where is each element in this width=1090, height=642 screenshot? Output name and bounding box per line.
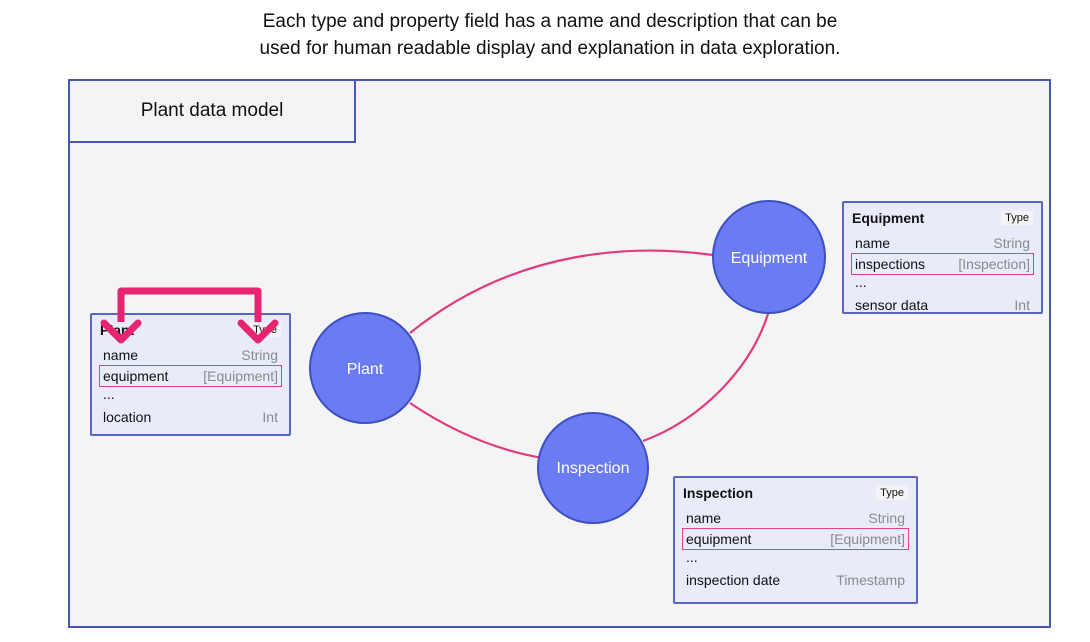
edge-plant-inspection bbox=[409, 402, 544, 460]
node-label-equipment: Equipment bbox=[730, 250, 808, 267]
edge-plant-equipment bbox=[409, 249, 714, 334]
diagram-title: Plant data model bbox=[68, 79, 356, 143]
field-type: [Equipment] bbox=[830, 531, 905, 547]
equipment-type-card: Equipment Type name String inspections [… bbox=[842, 201, 1043, 314]
ellipsis: ... bbox=[855, 274, 867, 290]
field-name: sensor data bbox=[855, 297, 929, 313]
caption: Each type and property field has a name … bbox=[0, 8, 1090, 62]
field-row: name String bbox=[683, 508, 908, 528]
field-row-highlighted: inspections [Inspection] bbox=[851, 253, 1034, 275]
field-name: name bbox=[103, 347, 139, 363]
caption-line-1: Each type and property field has a name … bbox=[262, 11, 838, 32]
ellipsis: ... bbox=[686, 549, 698, 565]
field-row: name String bbox=[100, 345, 281, 365]
field-type: Timestamp bbox=[836, 572, 905, 588]
field-row: location Int bbox=[100, 407, 281, 427]
highlight-bracket-arrow bbox=[117, 287, 262, 322]
field-name: equipment bbox=[103, 368, 169, 384]
arrowhead-left-icon bbox=[100, 319, 142, 344]
field-row: name String bbox=[852, 233, 1033, 253]
field-name: inspections bbox=[855, 256, 926, 272]
card-type-name: Inspection bbox=[683, 485, 754, 501]
field-name: equipment bbox=[686, 531, 752, 547]
node-label-plant: Plant bbox=[346, 361, 384, 378]
card-type-name: Equipment bbox=[852, 210, 925, 226]
arrowhead-right-icon bbox=[237, 319, 279, 344]
field-type: String bbox=[993, 235, 1030, 251]
inspection-type-card: Inspection Type name String equipment [E… bbox=[673, 476, 918, 604]
edge-equipment-inspection bbox=[642, 313, 770, 443]
node-label-inspection: Inspection bbox=[556, 460, 630, 477]
node-plant[interactable] bbox=[309, 312, 421, 424]
caption-line-2: used for human readable display and expl… bbox=[259, 38, 841, 59]
field-row: inspection date Timestamp bbox=[683, 570, 908, 590]
type-badge: Type bbox=[876, 486, 908, 500]
field-row: sensor data Int bbox=[852, 295, 1033, 315]
field-row-highlighted: equipment [Equipment] bbox=[682, 528, 909, 550]
field-type: Int bbox=[262, 409, 278, 425]
field-name: location bbox=[103, 409, 152, 425]
field-name: name bbox=[686, 510, 722, 526]
type-badge: Type bbox=[1001, 211, 1033, 225]
field-row-highlighted: equipment [Equipment] bbox=[99, 365, 282, 387]
node-equipment[interactable] bbox=[712, 200, 826, 314]
field-type: String bbox=[241, 347, 278, 363]
field-type: Int bbox=[1014, 297, 1030, 313]
ellipsis: ... bbox=[103, 386, 115, 402]
field-name: inspection date bbox=[686, 572, 781, 588]
field-name: name bbox=[855, 235, 891, 251]
field-type: [Inspection] bbox=[958, 256, 1030, 272]
field-type: String bbox=[868, 510, 905, 526]
node-inspection[interactable] bbox=[537, 412, 649, 524]
field-type: [Equipment] bbox=[203, 368, 278, 384]
